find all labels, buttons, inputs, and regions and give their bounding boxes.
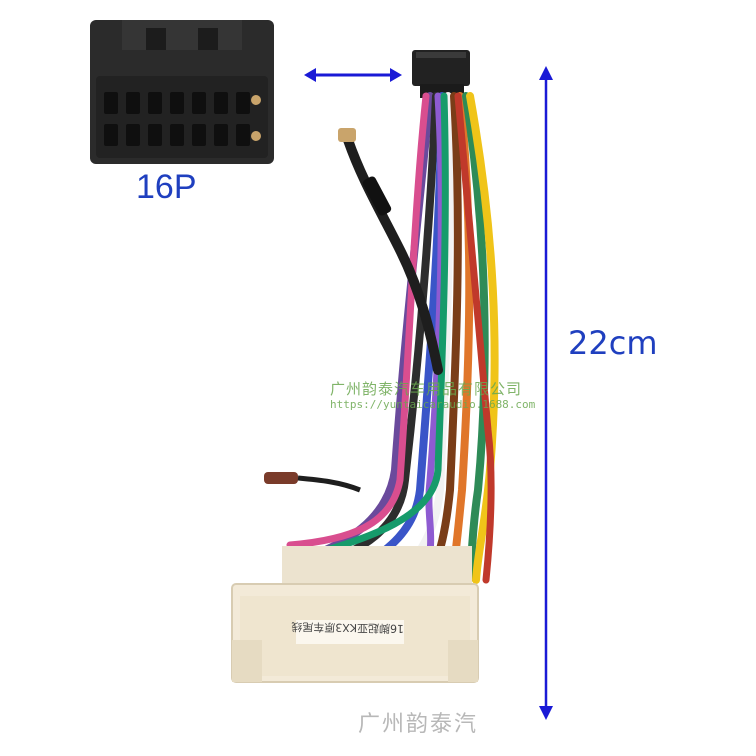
connector-face-inset: [88, 18, 276, 166]
side-wire: [338, 128, 443, 375]
connector-pin-count-label: 16P: [136, 168, 197, 206]
vertical-double-arrow-icon: [539, 66, 553, 720]
watermark-bottom: 广州韵泰汽: [358, 712, 479, 737]
horizontal-double-arrow-icon: [304, 68, 402, 82]
plug-sticker-text: 16脚起亚KX3原车尾线: [291, 619, 405, 635]
watermark-url: https://yuntaicaraudio.1688.com: [330, 398, 536, 411]
top-connector: [412, 50, 470, 98]
wire-bundle: [286, 92, 499, 584]
main-plug: [231, 546, 479, 683]
watermark-company: 广州韵泰汽车用品有限公司: [330, 380, 523, 398]
length-dimension-label: 22cm: [568, 324, 658, 362]
small-tag-wire: [264, 472, 361, 493]
